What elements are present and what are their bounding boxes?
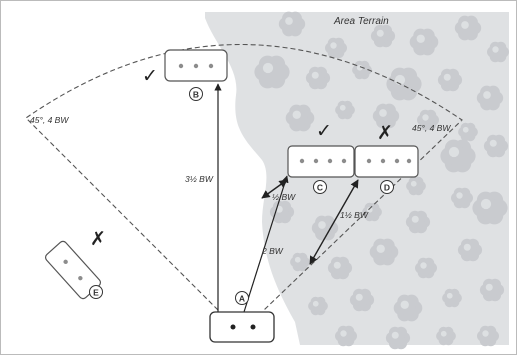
terrain-blob [369, 238, 399, 266]
unit-d-model [394, 158, 400, 164]
distance-arrow-edge-to-c [261, 179, 288, 199]
terrain-blob [442, 288, 462, 308]
unit-c-model [313, 158, 319, 164]
terrain-blob [405, 210, 431, 234]
terrain-blob [385, 326, 411, 350]
move-line-a-to-c [243, 175, 289, 313]
unit-e-letter: E [93, 287, 99, 297]
terrain-blob [487, 41, 509, 63]
terrain-blob [352, 60, 372, 80]
distance-label-a-to-c: 2 BW [261, 246, 284, 256]
terrain-blob [472, 191, 508, 225]
terrain-blob [476, 85, 504, 111]
terrain-blob [325, 37, 347, 59]
terrain-blob [477, 325, 499, 347]
unit-d-model [366, 158, 372, 164]
terrain-blob [308, 296, 328, 316]
arc-label-right: 45°, 4 BW [412, 123, 451, 133]
unit-c-model [341, 158, 347, 164]
unit-e-cross-icon: ✗ [90, 229, 106, 250]
terrain-blob [409, 28, 439, 56]
unit-b-model [193, 63, 199, 69]
distance-label-a-to-b: 3½ BW [185, 174, 214, 184]
terrain-blob [415, 257, 437, 279]
unit-b-check-icon: ✓ [142, 66, 158, 87]
unit-a-model [250, 324, 256, 330]
terrain-blob [406, 176, 426, 196]
unit-c-check-icon: ✓ [316, 121, 332, 142]
terrain-blob [305, 66, 331, 90]
unit-e-model [63, 259, 68, 265]
terrain-blob [278, 11, 306, 37]
unit-a-badge [235, 291, 249, 305]
terrain-blob [349, 288, 375, 312]
unit-b-model [178, 63, 184, 69]
unit-e-model [78, 275, 83, 281]
terrain-blob [483, 134, 509, 158]
unit-c-badge [313, 180, 327, 194]
terrain-blob [290, 252, 310, 272]
terrain-blob [479, 278, 505, 302]
terrain-blob [386, 67, 422, 101]
distance-label-edge-to-c: ½ BW [272, 192, 296, 202]
terrain-blob [269, 200, 295, 224]
unit-c-model [327, 158, 333, 164]
unit-a-base [209, 311, 275, 343]
unit-d-model [406, 158, 412, 164]
terrain-blob [254, 55, 290, 89]
unit-e-badge [89, 285, 103, 299]
unit-d-base [354, 145, 419, 178]
distance-label-a-to-d: 1½ BW [340, 210, 369, 220]
unit-d-model [380, 158, 386, 164]
terrain-blob [362, 202, 382, 222]
terrain-blob [458, 122, 478, 142]
distance-arrow-a-to-d [309, 179, 359, 265]
unit-a-model [230, 324, 236, 330]
terrain-blob [436, 326, 456, 346]
terrain-blob [457, 238, 483, 262]
unit-b-letter: B [193, 89, 199, 99]
unit-c-base [287, 145, 355, 178]
unit-c-letter: C [317, 182, 323, 192]
terrain-blob [335, 325, 357, 347]
unit-c-model [299, 158, 305, 164]
terrain-blob [451, 187, 473, 209]
terrain-blob [417, 109, 439, 131]
terrain-blob [454, 15, 482, 41]
terrain-blobs [254, 11, 509, 350]
terrain-blob [440, 139, 476, 173]
terrain-blob [335, 100, 355, 120]
terrain-blob [393, 294, 423, 322]
terrain-blob [437, 68, 463, 92]
terrain-blob [370, 24, 396, 48]
unit-b-badge [189, 87, 203, 101]
unit-d-cross-icon: ✗ [377, 123, 393, 144]
unit-b-model [208, 63, 214, 69]
terrain-title: Area Terrain [333, 16, 389, 27]
unit-d-letter: D [384, 182, 390, 192]
terrain-blob [285, 104, 315, 132]
arc-wedge [25, 44, 463, 311]
terrain-blob [372, 103, 400, 129]
unit-a-letter: A [239, 293, 245, 303]
arc-label-left: 45°, 4 BW [30, 115, 69, 125]
unit-d-badge [380, 180, 394, 194]
